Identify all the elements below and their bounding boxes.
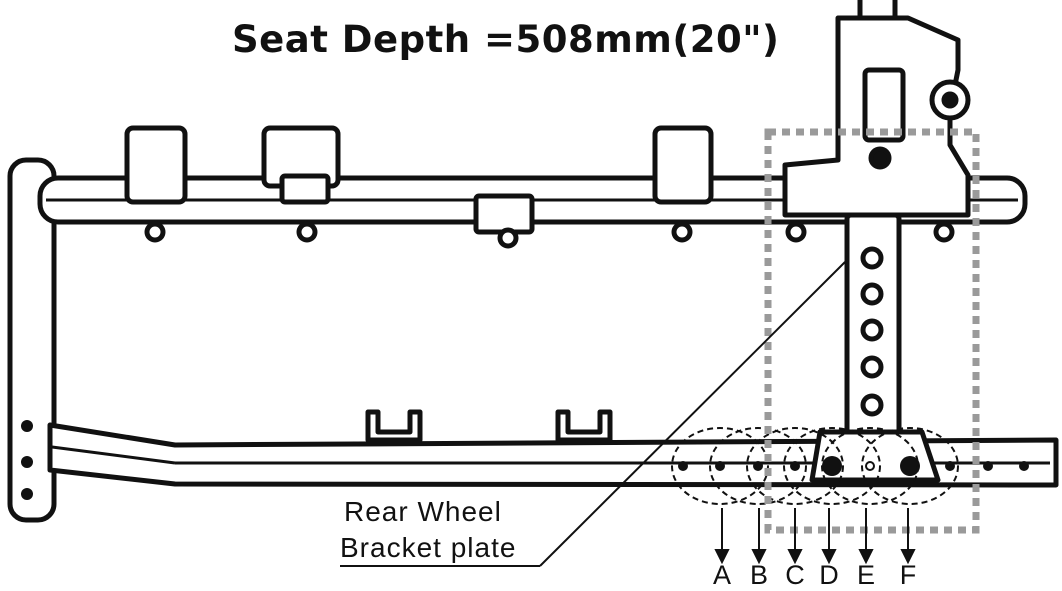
seat-clamp-1 [124,125,188,205]
u-clip-2 [555,409,613,443]
rail-holes [678,456,1029,476]
position-label-d: D [819,560,839,590]
seat-depth-title: Seat Depth =508mm(20") [232,18,780,61]
position-arrows [714,508,916,565]
center-clamp [473,193,535,235]
callout-leader [340,261,846,567]
front-post [7,157,57,523]
position-label-f: F [899,560,917,590]
bottom-rail [47,422,1059,488]
position-label-e: E [856,560,875,590]
position-ellipses [671,427,959,505]
highlight-box [764,128,980,534]
seat-clamp-3 [652,125,714,205]
callout-line-2: Bracket plate [340,532,517,563]
plate-holes [860,246,884,417]
position-label-c: C [785,560,805,590]
u-clip-1 [365,409,423,443]
callout-line-1: Rear Wheel [344,496,502,527]
position-label-b: B [749,560,768,590]
position-label-a: A [712,560,731,590]
